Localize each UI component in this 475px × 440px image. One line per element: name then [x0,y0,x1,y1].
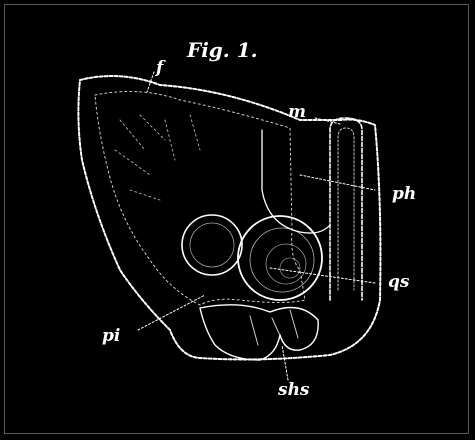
outer-body-outline [78,76,380,359]
label-f: f [156,60,163,77]
leader-shs [282,345,288,380]
label-qs: qs [388,274,409,291]
inner-texture [115,115,200,200]
label-shs: shs [278,382,310,399]
label-ph: ph [392,186,416,203]
figure-title: Fig. 1. [187,40,258,60]
sphere-right [238,216,322,300]
label-m: m [288,104,306,121]
sphere-left [182,215,242,275]
pharynx-outer [330,118,362,300]
lower-sucker-outline [200,305,318,360]
leader-qs [270,268,375,283]
pharynx-inner [338,128,354,290]
label-pi: pi [102,328,120,345]
leader-pi [138,295,205,330]
